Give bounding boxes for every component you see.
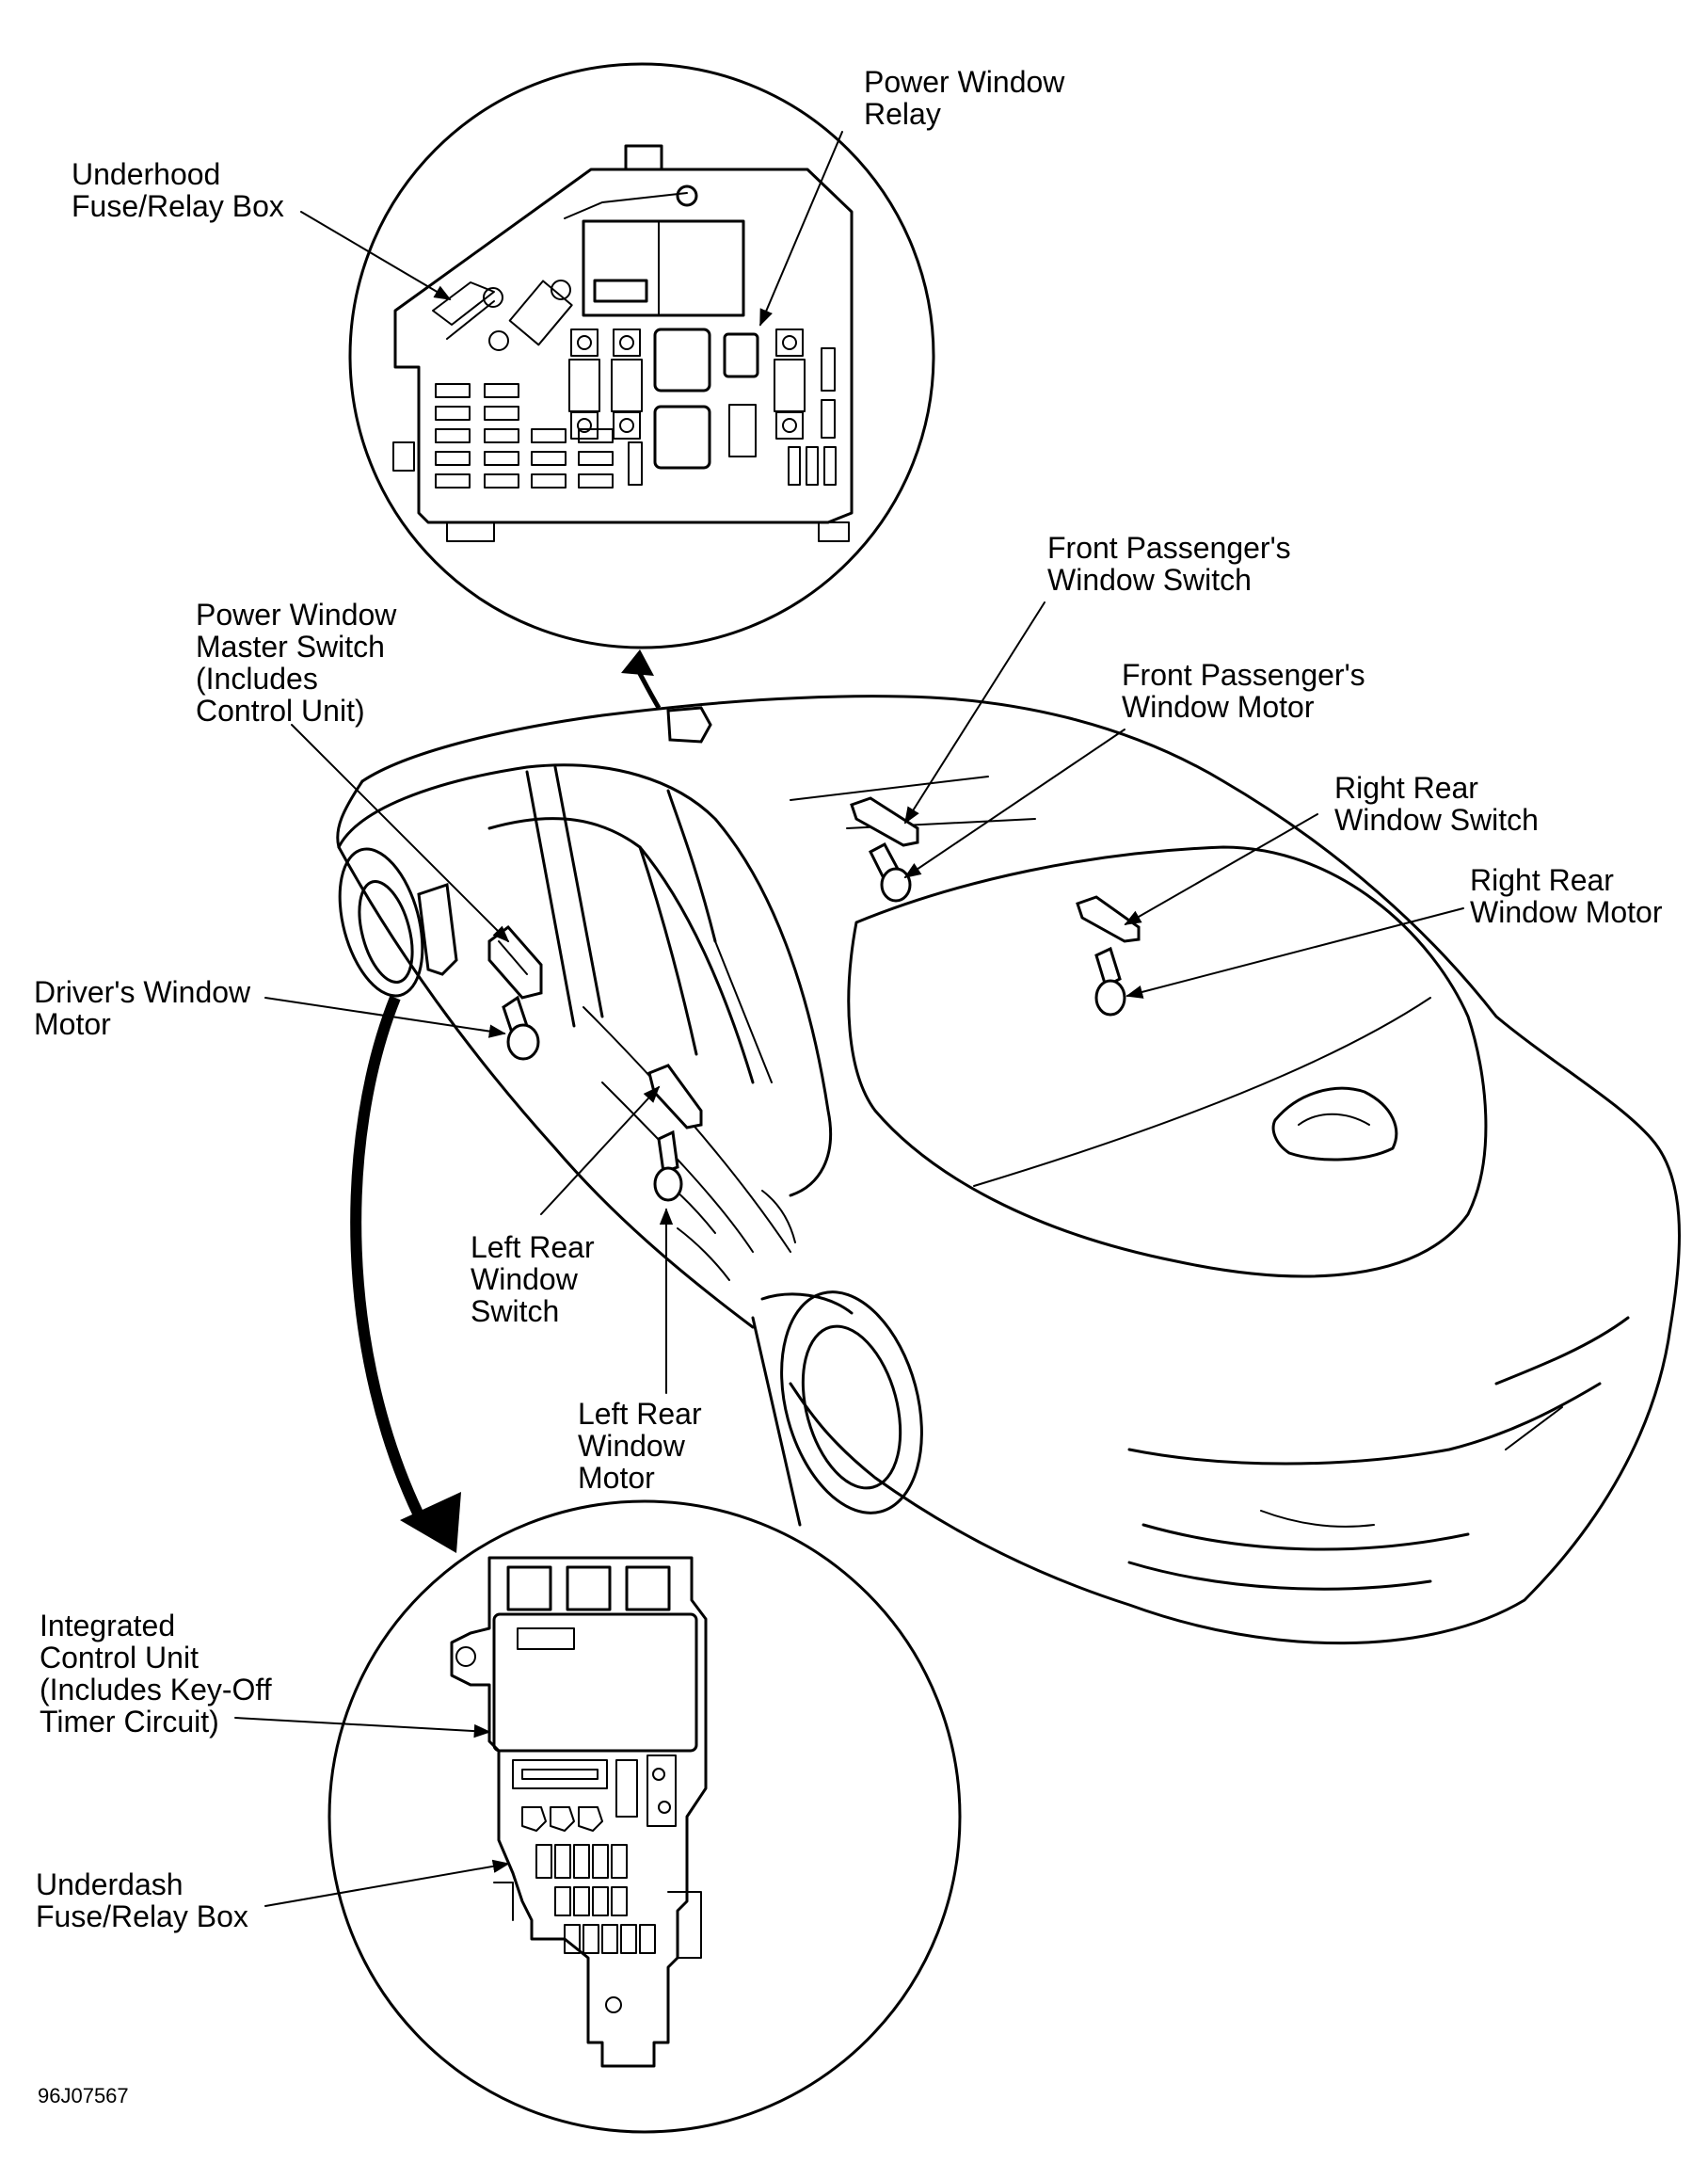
right-rear-switch-shape bbox=[1076, 895, 1141, 943]
front-passenger-switch-shape bbox=[850, 796, 919, 847]
underhood-pointer-arrow bbox=[635, 668, 662, 710]
underdash-fuse-box-drawing bbox=[450, 1556, 708, 2068]
left-rear-switch-shape bbox=[647, 1064, 703, 1130]
label-integrated-control-unit: Integrated Control Unit (Includes Key-Of… bbox=[40, 1609, 272, 1738]
driver-window-motor-shape bbox=[502, 995, 540, 1061]
label-underhood-fuse-relay-box: Underhood Fuse/Relay Box bbox=[72, 157, 284, 223]
label-power-window-relay: Power Window Relay bbox=[864, 65, 1065, 131]
label-front-passenger-window-switch: Front Passenger's Window Switch bbox=[1047, 531, 1291, 597]
label-drivers-window-motor: Driver's Window Motor bbox=[34, 975, 251, 1041]
label-power-window-master-switch: Power Window Master Switch (Includes Con… bbox=[196, 598, 397, 728]
underdash-pointer-arrow bbox=[350, 995, 429, 1528]
vehicle-outline-drawing bbox=[336, 695, 1682, 1645]
label-front-passenger-window-motor: Front Passenger's Window Motor bbox=[1122, 658, 1365, 724]
underhood-fuse-box-drawing bbox=[392, 144, 854, 542]
label-right-rear-window-switch: Right Rear Window Switch bbox=[1334, 771, 1539, 837]
figure-code: 96J07567 bbox=[38, 2084, 129, 2107]
label-left-rear-window-motor: Left Rear Window Motor bbox=[578, 1397, 702, 1495]
label-right-rear-window-motor: Right Rear Window Motor bbox=[1470, 863, 1663, 929]
front-passenger-motor-shape bbox=[869, 841, 912, 903]
right-rear-motor-shape bbox=[1094, 946, 1126, 1017]
driver-door-handle-shape bbox=[417, 882, 458, 976]
leader-lines bbox=[234, 131, 1464, 1907]
underdash-detail-circle bbox=[327, 1499, 962, 2134]
label-left-rear-window-switch: Left Rear Window Switch bbox=[471, 1230, 595, 1328]
master-switch-shape bbox=[487, 924, 543, 1000]
label-underdash-fuse-relay-box: Underdash Fuse/Relay Box bbox=[36, 1867, 248, 1933]
underhood-location-shape bbox=[666, 706, 712, 744]
left-rear-motor-shape bbox=[653, 1130, 683, 1202]
underhood-detail-circle bbox=[348, 62, 935, 649]
